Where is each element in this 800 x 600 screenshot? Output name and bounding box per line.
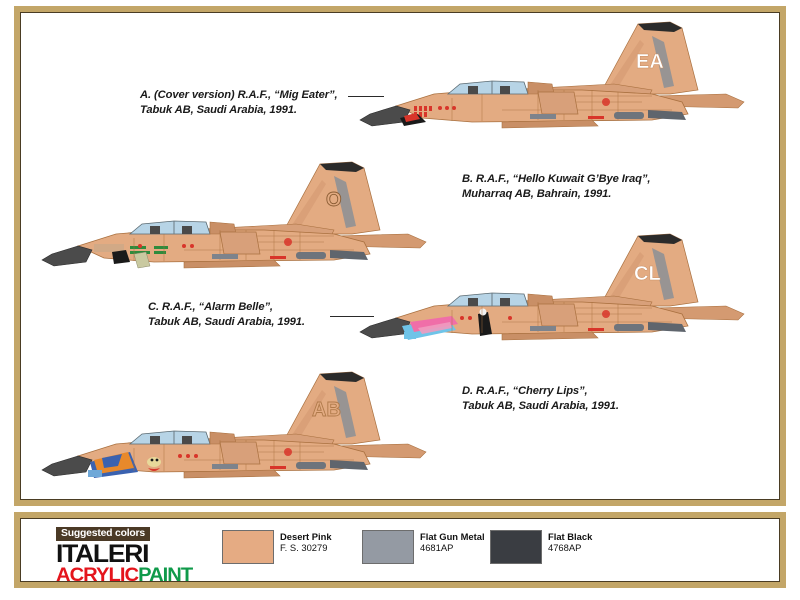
caption-d-line1: D. R.A.F., “Cherry Lips”, <box>462 385 588 397</box>
caption-d: D. R.A.F., “Cherry Lips”, Tabuk AB, Saud… <box>462 384 619 413</box>
tail-code-a: EA <box>636 51 664 73</box>
swatch-name-desert-pink: Desert Pink <box>280 531 332 542</box>
aircraft-profile-a: EA <box>352 10 772 135</box>
swatch-code-desert-pink: F. S. 30279 <box>280 542 328 553</box>
tornado-side-view-a: EA <box>359 21 745 129</box>
tornado-side-view-b: O <box>41 161 427 269</box>
nose-art-b <box>94 244 194 269</box>
nose-art-c <box>402 308 512 340</box>
caption-a-line1: A. (Cover version) R.A.F., “Mig Eater”, <box>140 89 338 101</box>
caption-c-leader <box>330 316 374 317</box>
swatch-chip-desert-pink <box>222 530 274 564</box>
swatch-name-flat-gun-metal: Flat Gun Metal <box>420 531 485 542</box>
caption-a-line2: Tabuk AB, Saudi Arabia, 1991. <box>140 103 297 116</box>
nose-art-d <box>88 452 198 478</box>
caption-a: A. (Cover version) R.A.F., “Mig Eater”, … <box>140 88 338 117</box>
caption-b-line1: B. R.A.F., “Hello Kuwait G’Bye Iraq”, <box>462 173 651 185</box>
caption-c-line1: C. R.A.F., “Alarm Belle”, <box>148 301 273 313</box>
color-swatch-flat-gun-metal: Flat Gun Metal 4681AP <box>362 530 485 564</box>
brand-italeri: ITALERI <box>56 540 149 568</box>
caption-d-line2: Tabuk AB, Saudi Arabia, 1991. <box>462 399 619 412</box>
swatch-code-flat-black: 4768AP <box>548 542 582 553</box>
tornado-side-view-d: AB <box>41 371 427 479</box>
italeri-logo: Suggested colors ITALERI ACRYLICPAINT <box>56 523 193 585</box>
caption-a-leader <box>348 96 384 97</box>
tail-code-c: CL <box>634 263 661 285</box>
nose-art-a <box>400 106 456 126</box>
caption-c-line2: Tabuk AB, Saudi Arabia, 1991. <box>148 315 305 328</box>
suggested-colors-label: Suggested colors <box>56 527 150 541</box>
swatch-name-flat-black: Flat Black <box>548 531 593 542</box>
tail-code-b: O <box>326 189 342 211</box>
swatch-chip-flat-gun-metal <box>362 530 414 564</box>
swatch-code-flat-gun-metal: 4681AP <box>420 542 454 553</box>
color-swatch-desert-pink: Desert Pink F. S. 30279 <box>222 530 332 564</box>
caption-b-line2: Muharraq AB, Bahrain, 1991. <box>462 187 612 200</box>
brand-paint: PAINT <box>138 565 193 586</box>
tornado-side-view-c: CL <box>359 233 745 341</box>
color-swatch-flat-black: Flat Black 4768AP <box>490 530 592 564</box>
swatch-chip-flat-black <box>490 530 542 564</box>
caption-b: B. R.A.F., “Hello Kuwait G’Bye Iraq”, Mu… <box>462 172 650 201</box>
tail-code-d: AB <box>312 399 341 421</box>
brand-acrylic: ACRYLIC <box>56 565 139 586</box>
aircraft-profile-d: AB <box>34 360 454 485</box>
brand-acrylic-paint: ACRYLICPAINT <box>56 565 193 586</box>
aircraft-profile-b: O <box>34 150 454 275</box>
caption-c: C. R.A.F., “Alarm Belle”, Tabuk AB, Saud… <box>148 300 305 329</box>
aircraft-profile-c: CL <box>352 222 772 347</box>
